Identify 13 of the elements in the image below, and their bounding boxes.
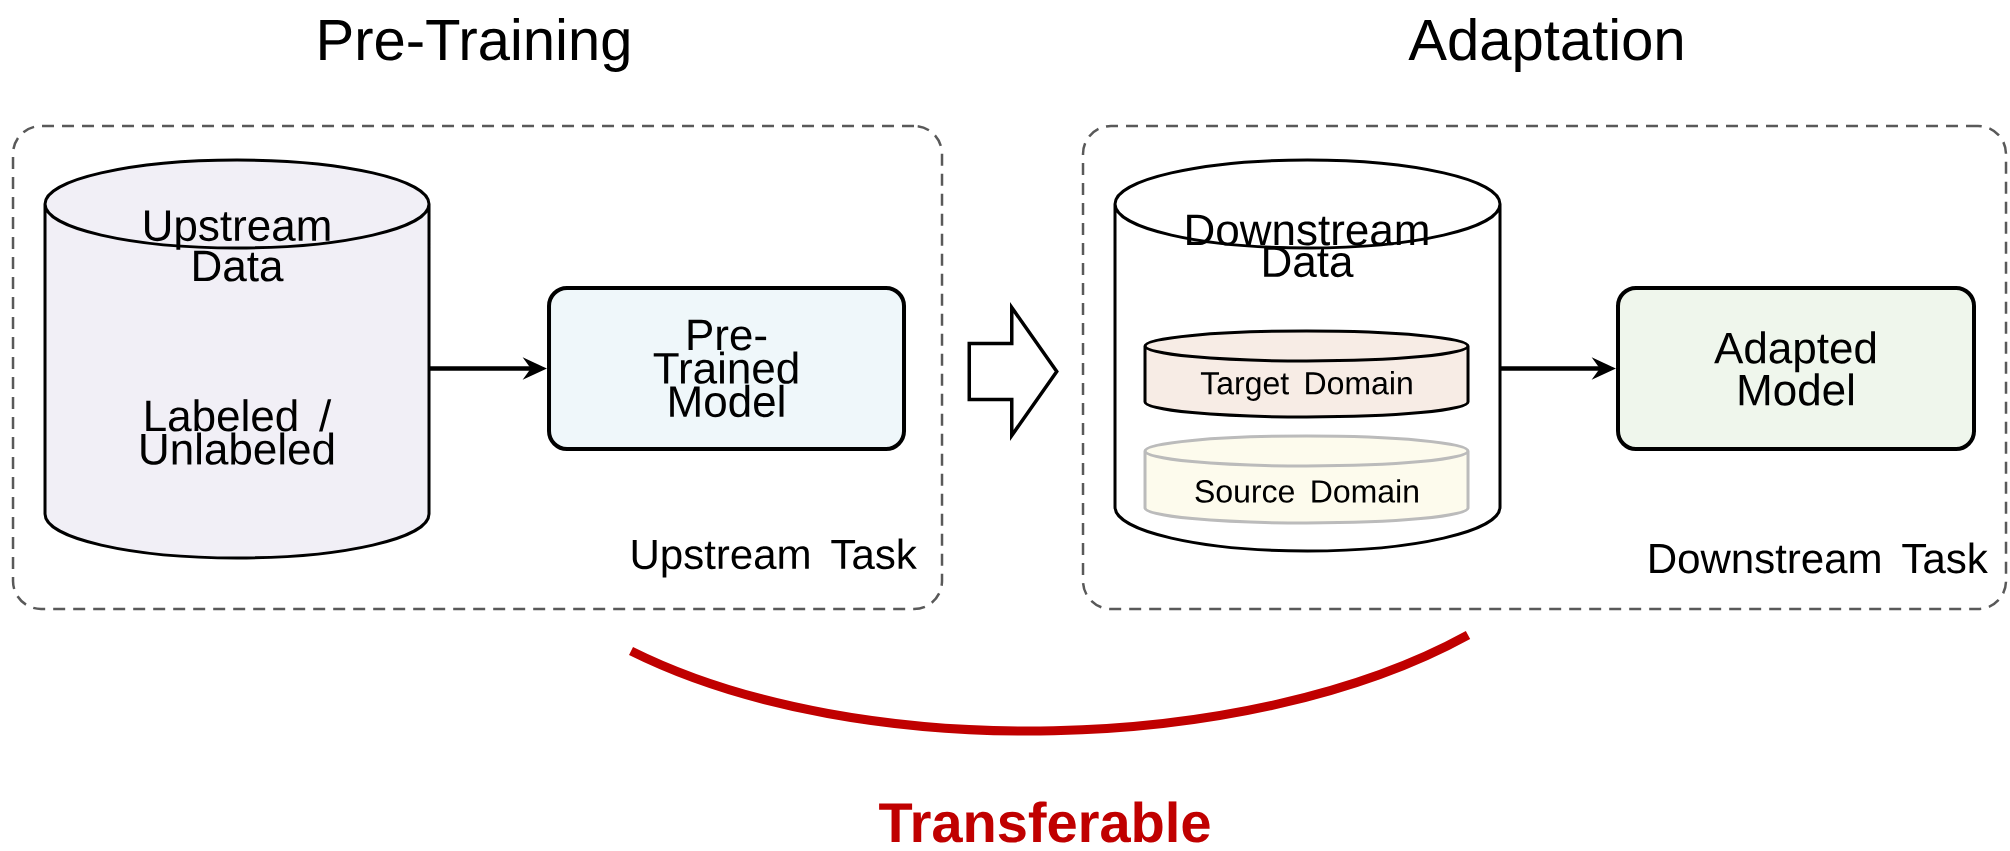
- panel-title: Adaptation: [1408, 17, 1682, 72]
- cylinder-label: Upstream Data: [145, 210, 330, 282]
- transferable-label: Transferable: [879, 801, 1210, 843]
- cylinder-label: Source Domain: [1195, 479, 1418, 503]
- block-arrow: [967, 301, 1059, 442]
- panel-title: Pre-Training: [320, 17, 629, 72]
- cylinder-label: Downstream Data: [1187, 214, 1428, 278]
- cylinder-label: Target Domain: [1200, 371, 1412, 401]
- model-box: Adapted Model: [1616, 286, 1976, 451]
- task-label: Downstream Task: [1650, 542, 1988, 574]
- model-box: Pre-Trained Model: [547, 286, 906, 451]
- task-label: Upstream Task: [632, 538, 917, 578]
- cylinder-label: Labeled / Unlabeled: [141, 399, 334, 465]
